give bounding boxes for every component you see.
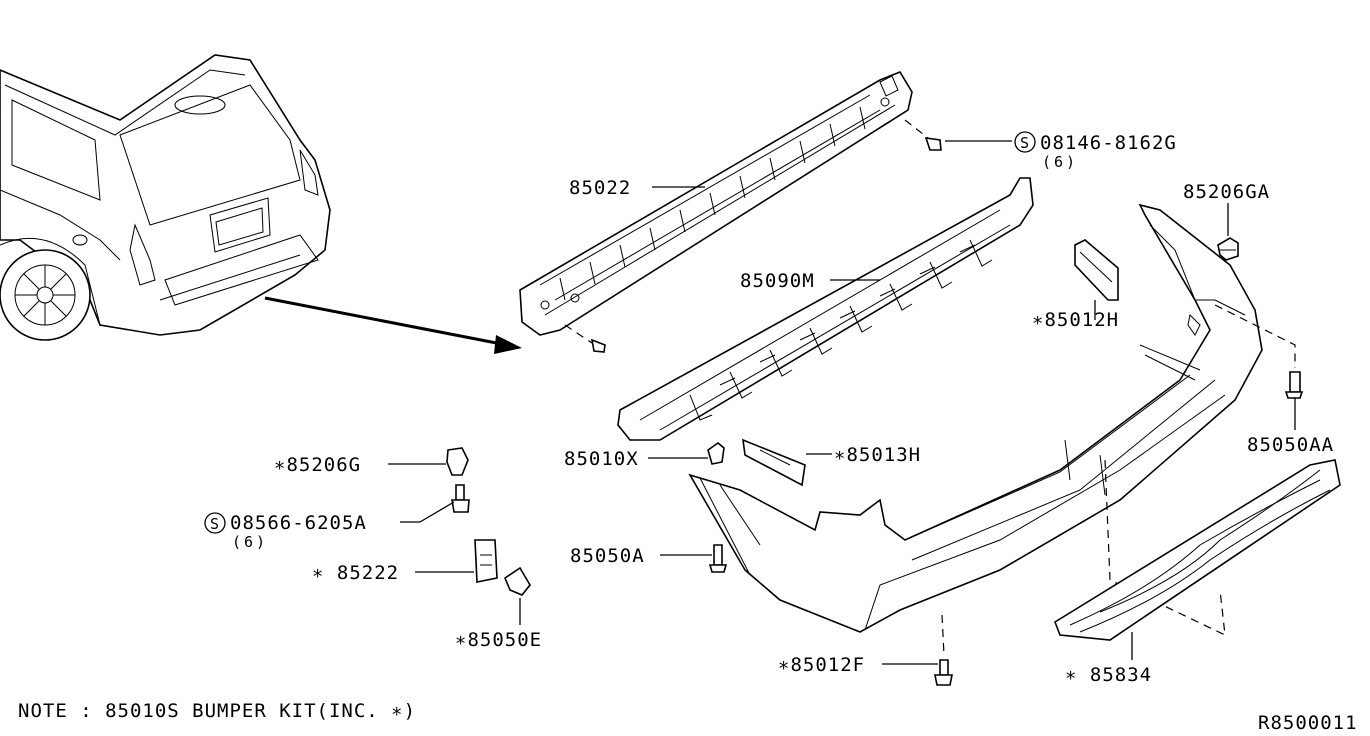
standard-part-symbol-letter: S: [1020, 134, 1029, 152]
bracket-85013H: [742, 438, 806, 487]
standard-part-symbol-2: S: [204, 512, 226, 534]
bolt-upper-right: [904, 119, 942, 151]
label-85206GA: 85206GA: [1183, 181, 1270, 203]
vehicle-rear-view: [0, 54, 331, 341]
clip-85010X: [707, 441, 725, 465]
label-85013H: ∗85013H: [834, 444, 921, 466]
label-08146-qty: (6): [1042, 153, 1078, 171]
label-85050AA: 85050AA: [1247, 434, 1334, 456]
guide-lines: [941, 304, 1296, 656]
bracket-85222: [474, 539, 498, 583]
step-pad-85834: [1054, 459, 1341, 641]
label-85222: ∗ 85222: [312, 562, 399, 584]
label-85022: 85022: [569, 177, 631, 199]
label-85090M: 85090M: [740, 270, 815, 292]
bracket-85012H: [1074, 239, 1119, 301]
diagram-code: R8500011: [1258, 712, 1358, 734]
clip-85050E: [504, 566, 531, 596]
label-85050E: ∗85050E: [455, 629, 542, 651]
standard-part-symbol-letter-2: S: [210, 515, 219, 533]
bolt-08566: [451, 484, 470, 513]
bumper-reinforcement-85022: [519, 71, 913, 336]
label-85010X: 85010X: [564, 448, 639, 470]
label-85012H: ∗85012H: [1032, 309, 1119, 331]
direction-arrow: [264, 296, 522, 354]
label-08146-8162G: 08146-8162G: [1040, 132, 1177, 154]
bolt-lower-left: [564, 324, 606, 353]
label-85834: ∗ 85834: [1065, 664, 1152, 686]
label-85012F: ∗85012F: [778, 654, 865, 676]
energy-absorber-85090M: [617, 177, 1034, 441]
label-85206G: ∗85206G: [274, 454, 361, 476]
screw-85012F: [934, 659, 953, 686]
clip-85206GA: [1217, 237, 1239, 261]
bumper-fascia: [688, 203, 1263, 633]
label-08566-6205A: 08566-6205A: [230, 512, 367, 534]
label-08566-qty: (6): [232, 533, 268, 551]
label-85050A: 85050A: [570, 545, 645, 567]
clip-85206G: [446, 447, 469, 476]
screw-85050AA: [1284, 371, 1304, 399]
screw-85050A: [708, 544, 728, 573]
leader-lines: [388, 140, 1296, 665]
standard-part-symbol: S: [1014, 131, 1036, 153]
footnote: NOTE : 85010S BUMPER KIT(INC. ∗): [18, 700, 416, 722]
